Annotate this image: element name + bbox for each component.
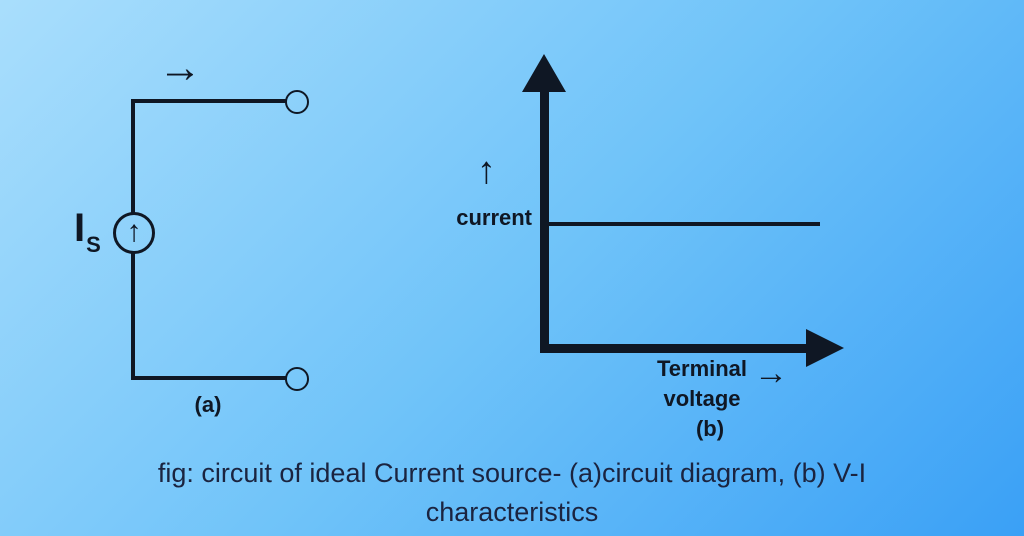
source-current-label-main: I xyxy=(74,206,86,250)
subfigure-b-label: (b) xyxy=(695,416,725,441)
figure-caption-line2: characteristics xyxy=(425,497,599,527)
circuit-top-wire xyxy=(131,99,287,103)
current-source-symbol: ↑ xyxy=(113,212,155,254)
vi-characteristics-graph: ↑ current Terminal voltage → (b) xyxy=(420,0,1024,450)
subfigure-a-label: (a) xyxy=(194,392,222,417)
y-axis-line xyxy=(540,88,549,353)
terminal-node-top xyxy=(285,90,309,114)
x-axis-label: Terminal voltage xyxy=(640,354,764,414)
circuit-left-wire-lower xyxy=(131,251,135,380)
terminal-node-bottom xyxy=(285,367,309,391)
constant-current-line xyxy=(546,222,820,226)
current-source-arrow-icon: ↑ xyxy=(126,215,142,248)
current-up-arrow-icon: ↑ xyxy=(477,150,496,192)
x-axis-label-line1: Terminal xyxy=(656,356,748,381)
figure-caption: fig: circuit of ideal Current source- (a… xyxy=(0,454,1024,532)
circuit-left-wire-upper xyxy=(131,99,135,215)
x-axis-line xyxy=(540,344,808,353)
voltage-right-arrow-icon: → xyxy=(754,354,788,392)
source-current-label: IS xyxy=(74,206,101,257)
current-direction-arrow-icon: → xyxy=(158,43,202,92)
y-axis-label: current xyxy=(456,205,532,230)
figure-caption-line1: fig: circuit of ideal Current source- (a… xyxy=(157,458,867,488)
circuit-bottom-wire xyxy=(131,376,287,380)
x-axis-label-line2: voltage xyxy=(663,386,741,411)
x-axis-arrowhead xyxy=(806,329,844,367)
circuit-diagram: → ↑ IS (a) xyxy=(0,0,460,440)
source-current-label-sub: S xyxy=(86,232,101,257)
y-axis-arrowhead xyxy=(522,54,566,92)
